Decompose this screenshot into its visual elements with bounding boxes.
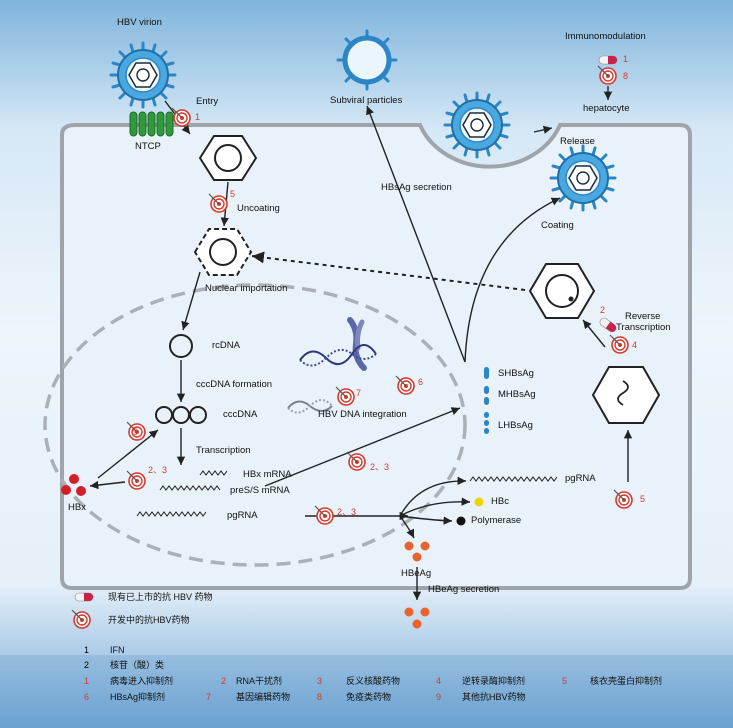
hbv-virion-label: HBV virion: [117, 17, 162, 28]
shbsag-label: SHBsAg: [498, 368, 534, 379]
transcription-rt-label: Transcription: [616, 322, 671, 333]
polymerase-icon: [456, 516, 466, 526]
capsid-entry-icon: [198, 135, 258, 181]
hbeag-secretion-label: HBeAg secretion: [428, 584, 500, 595]
legend-item-text: HBsAg抑制剂: [110, 692, 166, 702]
nucleus-envelope: [43, 283, 467, 567]
legend-item-text: 核苷（酸）类: [110, 660, 165, 670]
dna-helix-icon: [287, 344, 377, 414]
marker-uncoating: 5: [230, 189, 236, 199]
legend-item-text: RNA干扰剂: [236, 676, 283, 686]
marker-mrna-hbs: 2、3: [370, 462, 390, 472]
transcription-label: Transcription: [196, 445, 251, 456]
marker-pgrna: 2、3: [337, 507, 357, 517]
pgrna-nuclear-label: pgRNA: [227, 510, 258, 521]
cccdna-icon: [155, 406, 207, 424]
marker-rt-pill: 2: [600, 305, 606, 315]
capsid-mature-icon: [528, 263, 596, 319]
ntcp-receptor: [129, 111, 174, 137]
legend-item-text: IFN: [110, 645, 125, 655]
legend-item-num: 7: [206, 692, 212, 702]
released-virion-icon: [443, 91, 511, 159]
marker-rt-target: 4: [632, 340, 638, 350]
hbx-protein-icon: [61, 474, 86, 496]
rna-strands: [136, 470, 558, 517]
hbc-icon: [474, 497, 484, 507]
entry-label: Entry: [196, 96, 219, 107]
legend-item-text: 反义核酸药物: [346, 676, 401, 686]
nuclear-return-arrow: [251, 251, 526, 291]
marker-integration: 7: [356, 388, 362, 398]
legend-item-num: 6: [84, 692, 90, 702]
subviral-particles-label: Subviral particles: [330, 95, 403, 106]
legend-pill-text: 现有已上市的抗 HBV 药物: [108, 592, 213, 602]
legend-item-text: 其他抗HBV药物: [462, 692, 526, 702]
marker-capsid: 5: [640, 494, 646, 504]
coated-virion-icon: [549, 144, 617, 212]
legend-item-text: 病毒进入抑制剂: [110, 676, 174, 686]
pres-mrna-label: preS/S mRNA: [230, 485, 290, 496]
hbeag-label: HBeAg: [401, 568, 432, 579]
hepatocyte-label: hepatocyte: [583, 103, 630, 114]
nuclear-importation-label: Nuclear importation: [205, 283, 288, 294]
hbsag-secretion-label: HBsAg secretion: [381, 182, 452, 193]
marker-immuno-pill: 1: [623, 54, 629, 64]
ntcp-label: NTCP: [135, 141, 161, 152]
mhbsag-label: MHBsAg: [498, 389, 536, 400]
hbx-mrna-label: HBx mRNA: [243, 469, 292, 480]
hbv-virion-icon: [109, 41, 177, 109]
chromosome-icon: [347, 317, 367, 371]
rcdna-icon: [169, 334, 193, 358]
pgrna-cytoplasm-label: pgRNA: [565, 473, 596, 484]
reverse-label: Reverse: [625, 311, 661, 322]
legend-item-num: 2: [221, 676, 227, 686]
marker-entry: 1: [195, 112, 201, 122]
legend-item-num: 2: [84, 660, 90, 670]
polymerase-label: Polymerase: [471, 515, 522, 526]
legend-item-text: 免疫类药物: [346, 692, 392, 702]
release-label: Release: [560, 136, 595, 147]
hbeag-protein-icon: [404, 541, 430, 629]
legend-item-num: 9: [436, 692, 442, 702]
cccdna-label: cccDNA: [223, 409, 258, 420]
legend-item-num: 5: [562, 676, 568, 686]
legend-item-text: 逆转录酶抑制剂: [462, 676, 526, 686]
hbx-label: HBx: [68, 502, 86, 513]
legend-item-num: 4: [436, 676, 442, 686]
hbsag-proteins-icon: [484, 367, 489, 434]
legend-item-text: 基因编辑药物: [236, 692, 291, 702]
immunomodulation-label: Immunomodulation: [565, 31, 646, 42]
legend-item-num: 8: [317, 692, 323, 702]
capsid-uncoated-icon: [193, 228, 253, 276]
legend-item-text: 核衣壳蛋白抑制剂: [590, 676, 663, 686]
legend-item-num: 1: [84, 676, 90, 686]
cccdna-formation-label: cccDNA formation: [196, 379, 273, 390]
legend-item-num: 1: [84, 645, 90, 655]
pathway-arrows: [89, 86, 633, 600]
marker-immuno-target: 8: [623, 71, 629, 81]
subviral-particle-icon: [336, 29, 398, 91]
lhbsag-label: LHBsAg: [498, 420, 533, 431]
capsid-pgrna-icon: [591, 366, 661, 424]
marker-cccdna: 9: [133, 427, 139, 437]
hbc-label: HBc: [491, 496, 509, 507]
marker-transcripts: 2、3: [148, 465, 168, 475]
legend-target-text: 开发中的抗HBV药物: [108, 615, 190, 625]
rcdna-label: rcDNA: [212, 340, 240, 351]
legend-item-num: 3: [317, 676, 323, 686]
coating-label: Coating: [541, 220, 574, 231]
uncoating-label: Uncoating: [237, 203, 280, 214]
marker-hbsag: 6: [418, 377, 424, 387]
hbv-dna-integration-label: HBV DNA integration: [318, 409, 407, 420]
